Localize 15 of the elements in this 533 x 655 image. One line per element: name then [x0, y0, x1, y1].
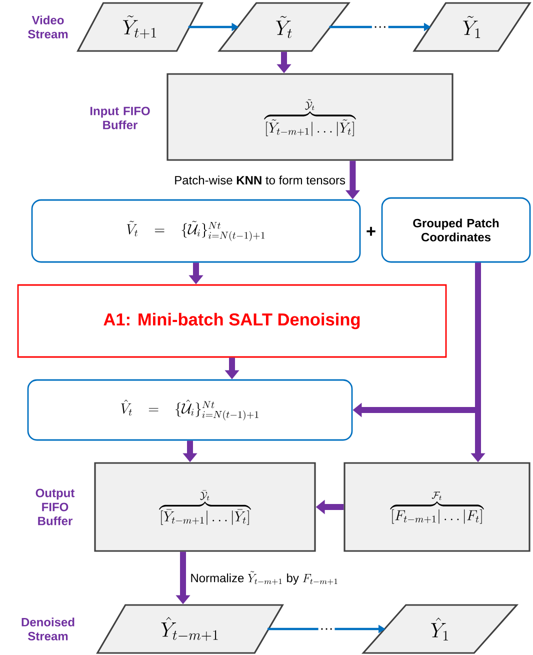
buffer-box: $\overbrace{[F_{t-m+1}|\ldots|F_{t}]}^{\mathcal{F}_{t}}$: [344, 462, 530, 552]
plus-sign: +: [366, 226, 376, 236]
side-label: Input FIFO Buffer: [90, 106, 150, 130]
row-label: Denoised Stream: [22, 618, 74, 640]
algorithm-box: A1: Mini-batch SALT Denoising: [17, 284, 447, 358]
tensor-box: $\tilde{V}_{t}=\{\tilde{\mathcal{U}}_{i}\}_{i=N(t-1)+1}^{Nt}$: [31, 199, 361, 263]
process-box: Grouped Patch Coordinates: [381, 197, 531, 263]
edge-label: …: [318, 627, 335, 631]
tensor-box: $\hat{V}_{t}=\{\hat{\mathcal{U}}_{i}\}_{i=N(t-1)+1}^{Nt}$: [27, 379, 353, 441]
edge-label: …: [372, 25, 388, 29]
side-label: Output FIFO Buffer: [36, 488, 74, 526]
buffer-box: $\overbrace{[\tilde{Y}_{t-m+1}|\ldots|\tilde{Y}_{t}]}^{\tilde{\mathcal{Y}}_{t}}$: [166, 73, 454, 161]
edge-label: Patch-wise KNN to form tensors: [173, 174, 346, 186]
buffer-box: $\overbrace{[\bar{Y}_{t-m+1}|\ldots|\bar{Y}_{t}]}^{\bar{\mathcal{Y}}_{t}}$: [94, 462, 316, 552]
edge-label: $\text{Normalize }\tilde{Y}_{t-m+1}\text{ by }F_{t-m+1}$: [189, 570, 340, 586]
